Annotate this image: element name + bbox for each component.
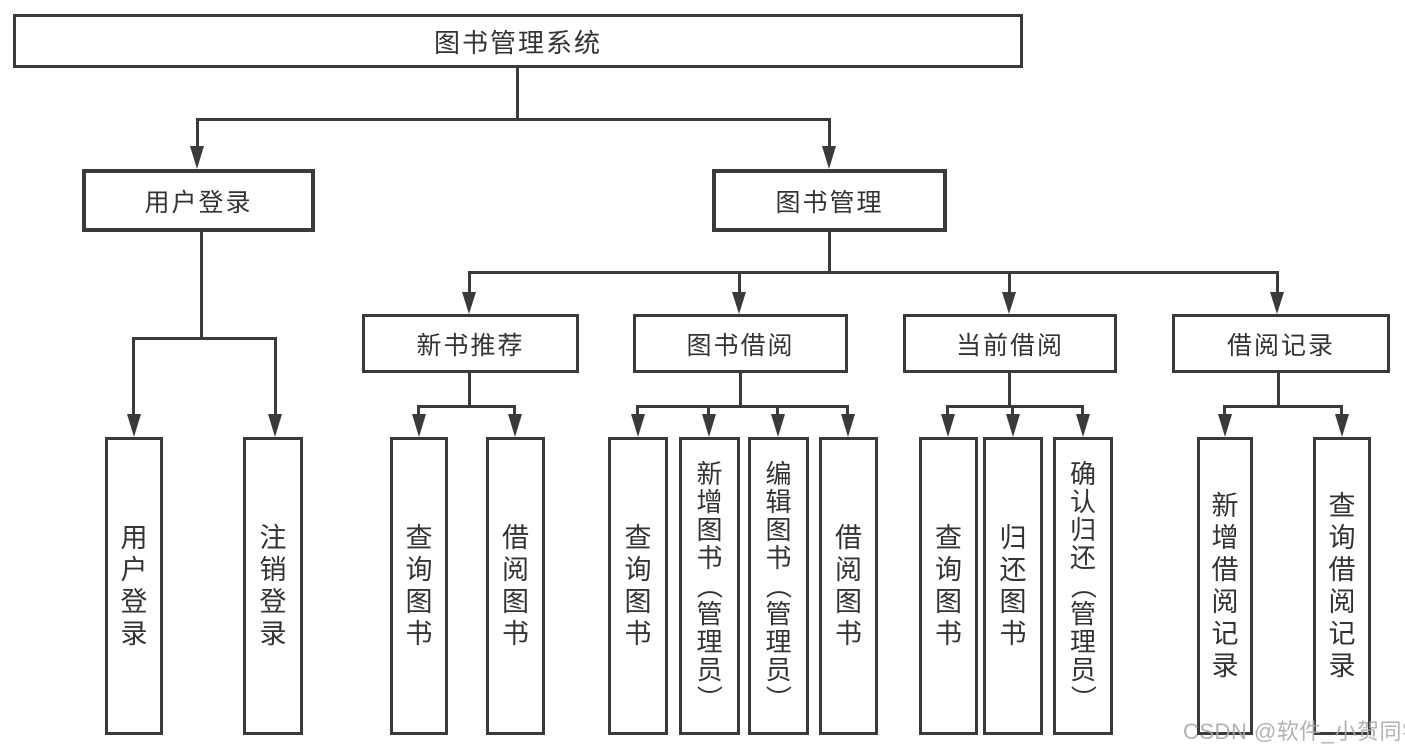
watermark: CSDN @软件_小贺同学 — [1183, 719, 1405, 744]
connector-bus-level2 — [197, 118, 831, 121]
leaf-current-confirm-return-admin: 确认归还（管理员） — [1053, 437, 1113, 735]
connector-drop-user-login — [196, 118, 199, 146]
connector-borrow-drop — [739, 373, 742, 407]
arrowhead-bor-leaf-1 — [631, 414, 645, 437]
connector-records-drop — [1277, 373, 1280, 407]
connector-drop-borrow — [738, 271, 741, 292]
connector-bus-records — [1223, 405, 1343, 408]
connector-drop-bor-leaf-1 — [636, 405, 639, 415]
connector-drop-bor-leaf-2 — [707, 405, 710, 415]
connector-bus-level3 — [468, 271, 1279, 274]
leaf-borrow-edit-book-admin: 编辑图书（管理员） — [748, 437, 809, 735]
leaf-current-return-book: 归还图书 — [983, 437, 1043, 735]
arrowhead-login-leaf-1 — [127, 414, 141, 437]
connector-bus-recommend — [417, 405, 516, 408]
connector-drop-recommend — [468, 271, 471, 292]
leaf-user-login: 用户登录 — [105, 437, 163, 735]
connector-bus-borrow — [637, 405, 849, 408]
connector-book-mgmt-drop — [828, 232, 831, 273]
connector-drop-recs-leaf-2 — [1340, 405, 1343, 415]
connector-drop-records — [1276, 271, 1279, 292]
connector-drop-current — [1008, 271, 1011, 292]
arrowhead-current — [1002, 292, 1016, 314]
connector-drop-bor-leaf-4 — [846, 405, 849, 415]
connector-drop-login-leaf-2 — [274, 337, 277, 414]
node-new-book-recommend: 新书推荐 — [362, 314, 579, 373]
node-root-system: 图书管理系统 — [13, 14, 1023, 68]
arrowhead-rec-leaf-1 — [412, 414, 426, 437]
connector-drop-rec-leaf-2 — [513, 405, 516, 415]
node-book-mgmt: 图书管理 — [712, 169, 947, 232]
connector-drop-book-mgmt — [828, 118, 831, 146]
arrowhead-login-leaf-2 — [268, 414, 282, 437]
connector-drop-cur-leaf-1 — [946, 405, 949, 415]
connector-bus-user-login — [132, 337, 277, 340]
arrowhead-cur-leaf-2 — [1006, 414, 1020, 437]
leaf-borrow-add-book-admin: 新增图书（管理员） — [679, 437, 740, 735]
arrowhead-recommend — [462, 292, 476, 314]
connector-drop-login-leaf-1 — [132, 337, 135, 414]
arrowhead-recs-leaf-2 — [1335, 414, 1349, 437]
node-current-borrow: 当前借阅 — [903, 314, 1117, 373]
connector-drop-cur-leaf-3 — [1081, 405, 1084, 415]
arrowhead-bor-leaf-2 — [702, 414, 716, 437]
arrowhead-recs-leaf-1 — [1218, 414, 1232, 437]
arrowhead-user-login — [190, 146, 204, 169]
connector-recommend-drop — [468, 373, 471, 407]
arrowhead-bor-leaf-4 — [841, 414, 855, 437]
node-book-borrow: 图书借阅 — [633, 314, 848, 373]
arrowhead-rec-leaf-2 — [508, 414, 522, 437]
leaf-records-query-record: 查询借阅记录 — [1313, 437, 1371, 735]
leaf-logout: 注销登录 — [243, 437, 303, 735]
leaf-current-query-book: 查询图书 — [919, 437, 978, 735]
leaf-borrow-query-book: 查询图书 — [608, 437, 668, 735]
arrowhead-borrow — [732, 292, 746, 314]
node-borrow-records: 借阅记录 — [1172, 314, 1390, 373]
arrowhead-cur-leaf-3 — [1076, 414, 1090, 437]
arrowhead-cur-leaf-1 — [941, 414, 955, 437]
leaf-recommend-query-book: 查询图书 — [390, 437, 448, 735]
connector-drop-rec-leaf-1 — [417, 405, 420, 415]
connector-current-drop — [1008, 373, 1011, 407]
arrowhead-records — [1270, 292, 1284, 314]
arrowhead-book-mgmt — [822, 146, 836, 169]
leaf-records-add-record: 新增借阅记录 — [1197, 437, 1253, 735]
connector-drop-bor-leaf-3 — [776, 405, 779, 415]
arrowhead-bor-leaf-3 — [771, 414, 785, 437]
connector-user-login-drop — [200, 232, 203, 337]
connector-root-drop — [516, 68, 519, 118]
connector-bus-current — [946, 405, 1084, 408]
leaf-recommend-borrow-book: 借阅图书 — [486, 437, 545, 735]
connector-drop-recs-leaf-1 — [1223, 405, 1226, 415]
node-user-login: 用户登录 — [82, 169, 315, 232]
leaf-borrow-borrow-book: 借阅图书 — [819, 437, 878, 735]
connector-drop-cur-leaf-2 — [1011, 405, 1014, 415]
